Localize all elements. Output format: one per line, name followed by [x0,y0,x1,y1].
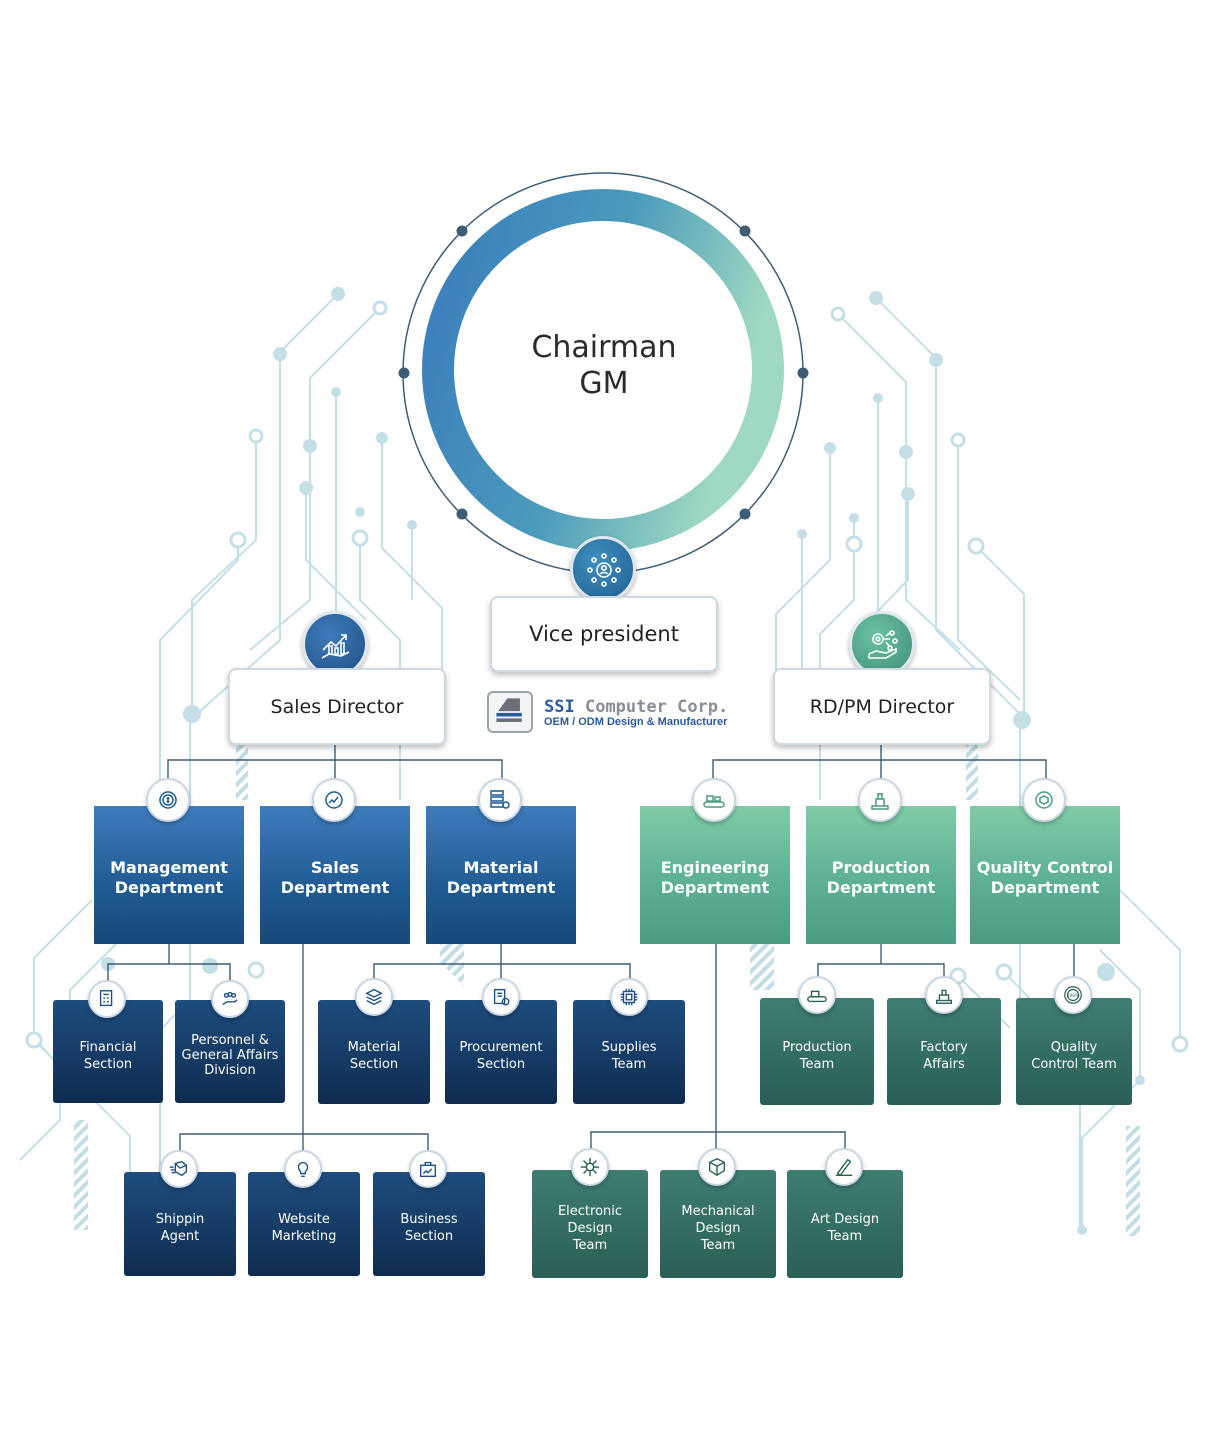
layers-icon [355,978,393,1016]
conveyor-icon [692,778,736,822]
svg-text:100%: 100% [1066,993,1080,999]
chairman-title: Chairman GM [454,330,754,402]
pencil-ruler-icon [825,1148,863,1186]
vice-president-label: Vice president [529,622,679,646]
lightbulb-icon [284,1150,322,1188]
server-gear-icon [478,778,522,822]
shopping-bag-chart-icon [409,1150,447,1188]
circuit-chip-icon [571,1148,609,1186]
sales-director-label: Sales Director [270,695,404,718]
rdpm-director-label: RD/PM Director [809,695,955,718]
robot-arm-icon [858,778,902,822]
cube-gear-icon [698,1148,736,1186]
chairman-label: Chairman [531,330,677,365]
calculator-icon [88,980,126,1018]
company-tagline: OEM / ODM Design & Manufacturer [544,716,728,728]
ssi-logo-mark [487,691,533,733]
chip-icon [610,978,648,1016]
hatch-stripes [74,742,1140,1236]
company-name: SSI Computer Corp. [544,697,729,717]
chart-gear-icon [312,778,356,822]
chairman-ring [398,172,809,574]
rdpm-director-box[interactable]: RD/PM Director [773,668,991,745]
quality-100-icon: 100% [1054,976,1092,1014]
sales-director-box[interactable]: Sales Director [228,668,446,745]
money-gear-icon [146,778,190,822]
team-hand-icon [211,980,249,1018]
box-gear-icon [1022,778,1066,822]
clipboard-clock-icon [482,978,520,1016]
factory-robot-icon [925,976,963,1014]
gm-label: GM [579,366,629,401]
vice-president-box[interactable]: Vice president [490,596,718,672]
delivery-box-icon [160,1150,198,1188]
conveyor-box-icon [798,976,836,1014]
people-network-icon [570,536,636,602]
